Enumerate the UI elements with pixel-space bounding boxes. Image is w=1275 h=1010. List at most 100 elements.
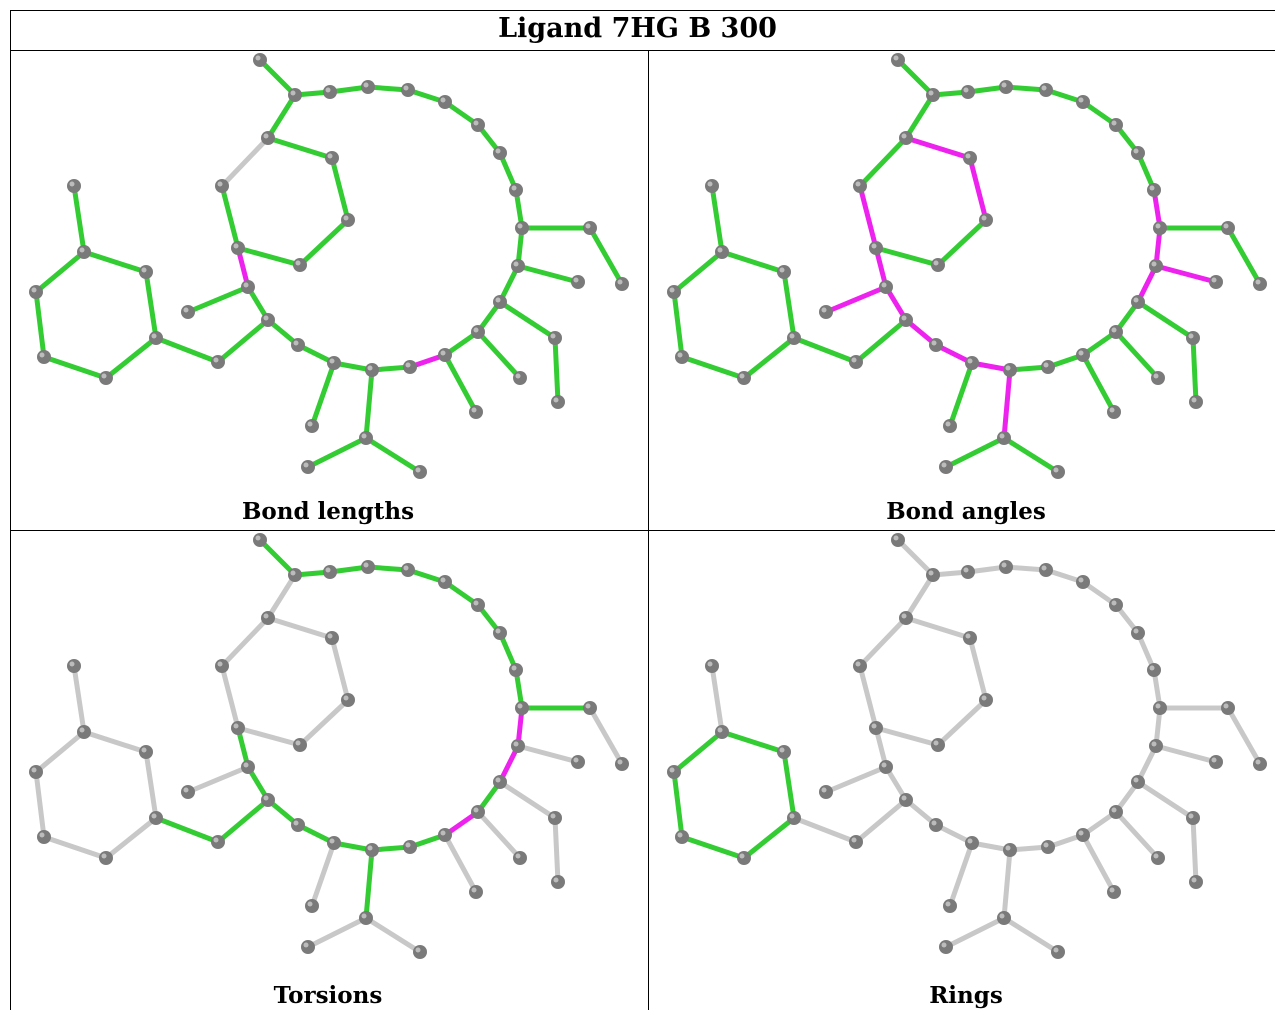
atom xyxy=(939,460,953,474)
atom-highlight xyxy=(1109,887,1115,893)
atom-highlight xyxy=(550,813,556,819)
bond-ok xyxy=(741,815,797,861)
bond-ok xyxy=(1225,225,1263,287)
atom-highlight xyxy=(511,185,517,191)
bond-ok xyxy=(1113,329,1161,381)
atom xyxy=(963,631,977,645)
atom xyxy=(1209,755,1223,769)
atom xyxy=(819,785,833,799)
bond-neutral xyxy=(552,815,561,885)
atom-highlight xyxy=(367,845,373,851)
atom xyxy=(777,265,791,279)
bond-ok xyxy=(143,269,159,341)
bond-ok xyxy=(552,335,561,405)
atom xyxy=(675,350,689,364)
atom-highlight xyxy=(233,243,239,249)
atom-highlight xyxy=(141,267,147,273)
bond-ok xyxy=(679,354,747,381)
atom-highlight xyxy=(217,661,223,667)
atom-highlight xyxy=(329,358,335,364)
atom xyxy=(1003,363,1017,377)
atom xyxy=(715,245,729,259)
atom xyxy=(1189,395,1203,409)
atom xyxy=(291,818,305,832)
atom-highlight xyxy=(327,633,333,639)
atom xyxy=(571,275,585,289)
atom xyxy=(979,693,993,707)
bond-neutral xyxy=(709,663,725,735)
atom-highlight xyxy=(963,567,969,573)
bond-ok xyxy=(679,834,747,861)
atom xyxy=(323,565,337,579)
atom-highlight xyxy=(1133,297,1139,303)
atom-highlight xyxy=(325,87,331,93)
atom-highlight xyxy=(855,181,861,187)
atom xyxy=(819,305,833,319)
bond-ok xyxy=(903,92,936,141)
bond-ok xyxy=(257,537,298,578)
atom xyxy=(1149,259,1163,273)
atom xyxy=(997,911,1011,925)
atom xyxy=(401,563,415,577)
atom xyxy=(511,739,525,753)
atom-highlight xyxy=(871,243,877,249)
atom-highlight xyxy=(851,837,857,843)
atom-highlight xyxy=(553,397,559,403)
bond-ok xyxy=(235,245,303,268)
atom-highlight xyxy=(473,327,479,333)
atom-highlight xyxy=(1153,853,1159,859)
atom-highlight xyxy=(440,350,446,356)
atom xyxy=(1147,663,1161,677)
atom-highlight xyxy=(293,340,299,346)
atom-highlight xyxy=(1111,327,1117,333)
atom xyxy=(1149,739,1163,753)
bond-ok xyxy=(1001,435,1061,475)
atom-highlight xyxy=(343,695,349,701)
atom-highlight xyxy=(677,352,683,358)
bond-ok xyxy=(475,329,523,381)
bond-ok xyxy=(947,360,975,429)
atom xyxy=(961,565,975,579)
atom xyxy=(471,118,485,132)
atom xyxy=(401,83,415,97)
bond-neutral xyxy=(143,749,159,821)
atom xyxy=(571,755,585,769)
atom xyxy=(438,348,452,362)
atom xyxy=(37,350,51,364)
atom-highlight xyxy=(151,813,157,819)
bond-ok xyxy=(741,335,797,381)
atom-highlight xyxy=(881,762,887,768)
atom xyxy=(965,836,979,850)
atom-highlight xyxy=(495,628,501,634)
atom-highlight xyxy=(243,762,249,768)
atom-highlight xyxy=(325,567,331,573)
atom xyxy=(737,371,751,385)
atom-highlight xyxy=(717,727,723,733)
atom-highlight xyxy=(965,633,971,639)
atom-highlight xyxy=(717,247,723,253)
atom-highlight xyxy=(1053,467,1059,473)
atom xyxy=(293,258,307,272)
atom-highlight xyxy=(617,279,623,285)
atom-highlight xyxy=(39,832,45,838)
bond-ok xyxy=(363,435,423,475)
atom xyxy=(288,88,302,102)
atom-highlight xyxy=(303,462,309,468)
atom-highlight xyxy=(101,373,107,379)
atom xyxy=(509,183,523,197)
atom-highlight xyxy=(1041,85,1047,91)
atom-highlight xyxy=(931,340,937,346)
bond-neutral xyxy=(219,615,271,669)
bond-neutral xyxy=(497,779,558,821)
bond-neutral xyxy=(515,743,581,765)
atom xyxy=(1041,360,1055,374)
atom xyxy=(325,631,339,645)
atom xyxy=(471,805,485,819)
atom-highlight xyxy=(295,740,301,746)
atom-highlight xyxy=(233,723,239,729)
atom-highlight xyxy=(789,813,795,819)
atom xyxy=(361,80,375,94)
bond-neutral xyxy=(103,815,159,861)
atom xyxy=(705,179,719,193)
atom xyxy=(215,659,229,673)
